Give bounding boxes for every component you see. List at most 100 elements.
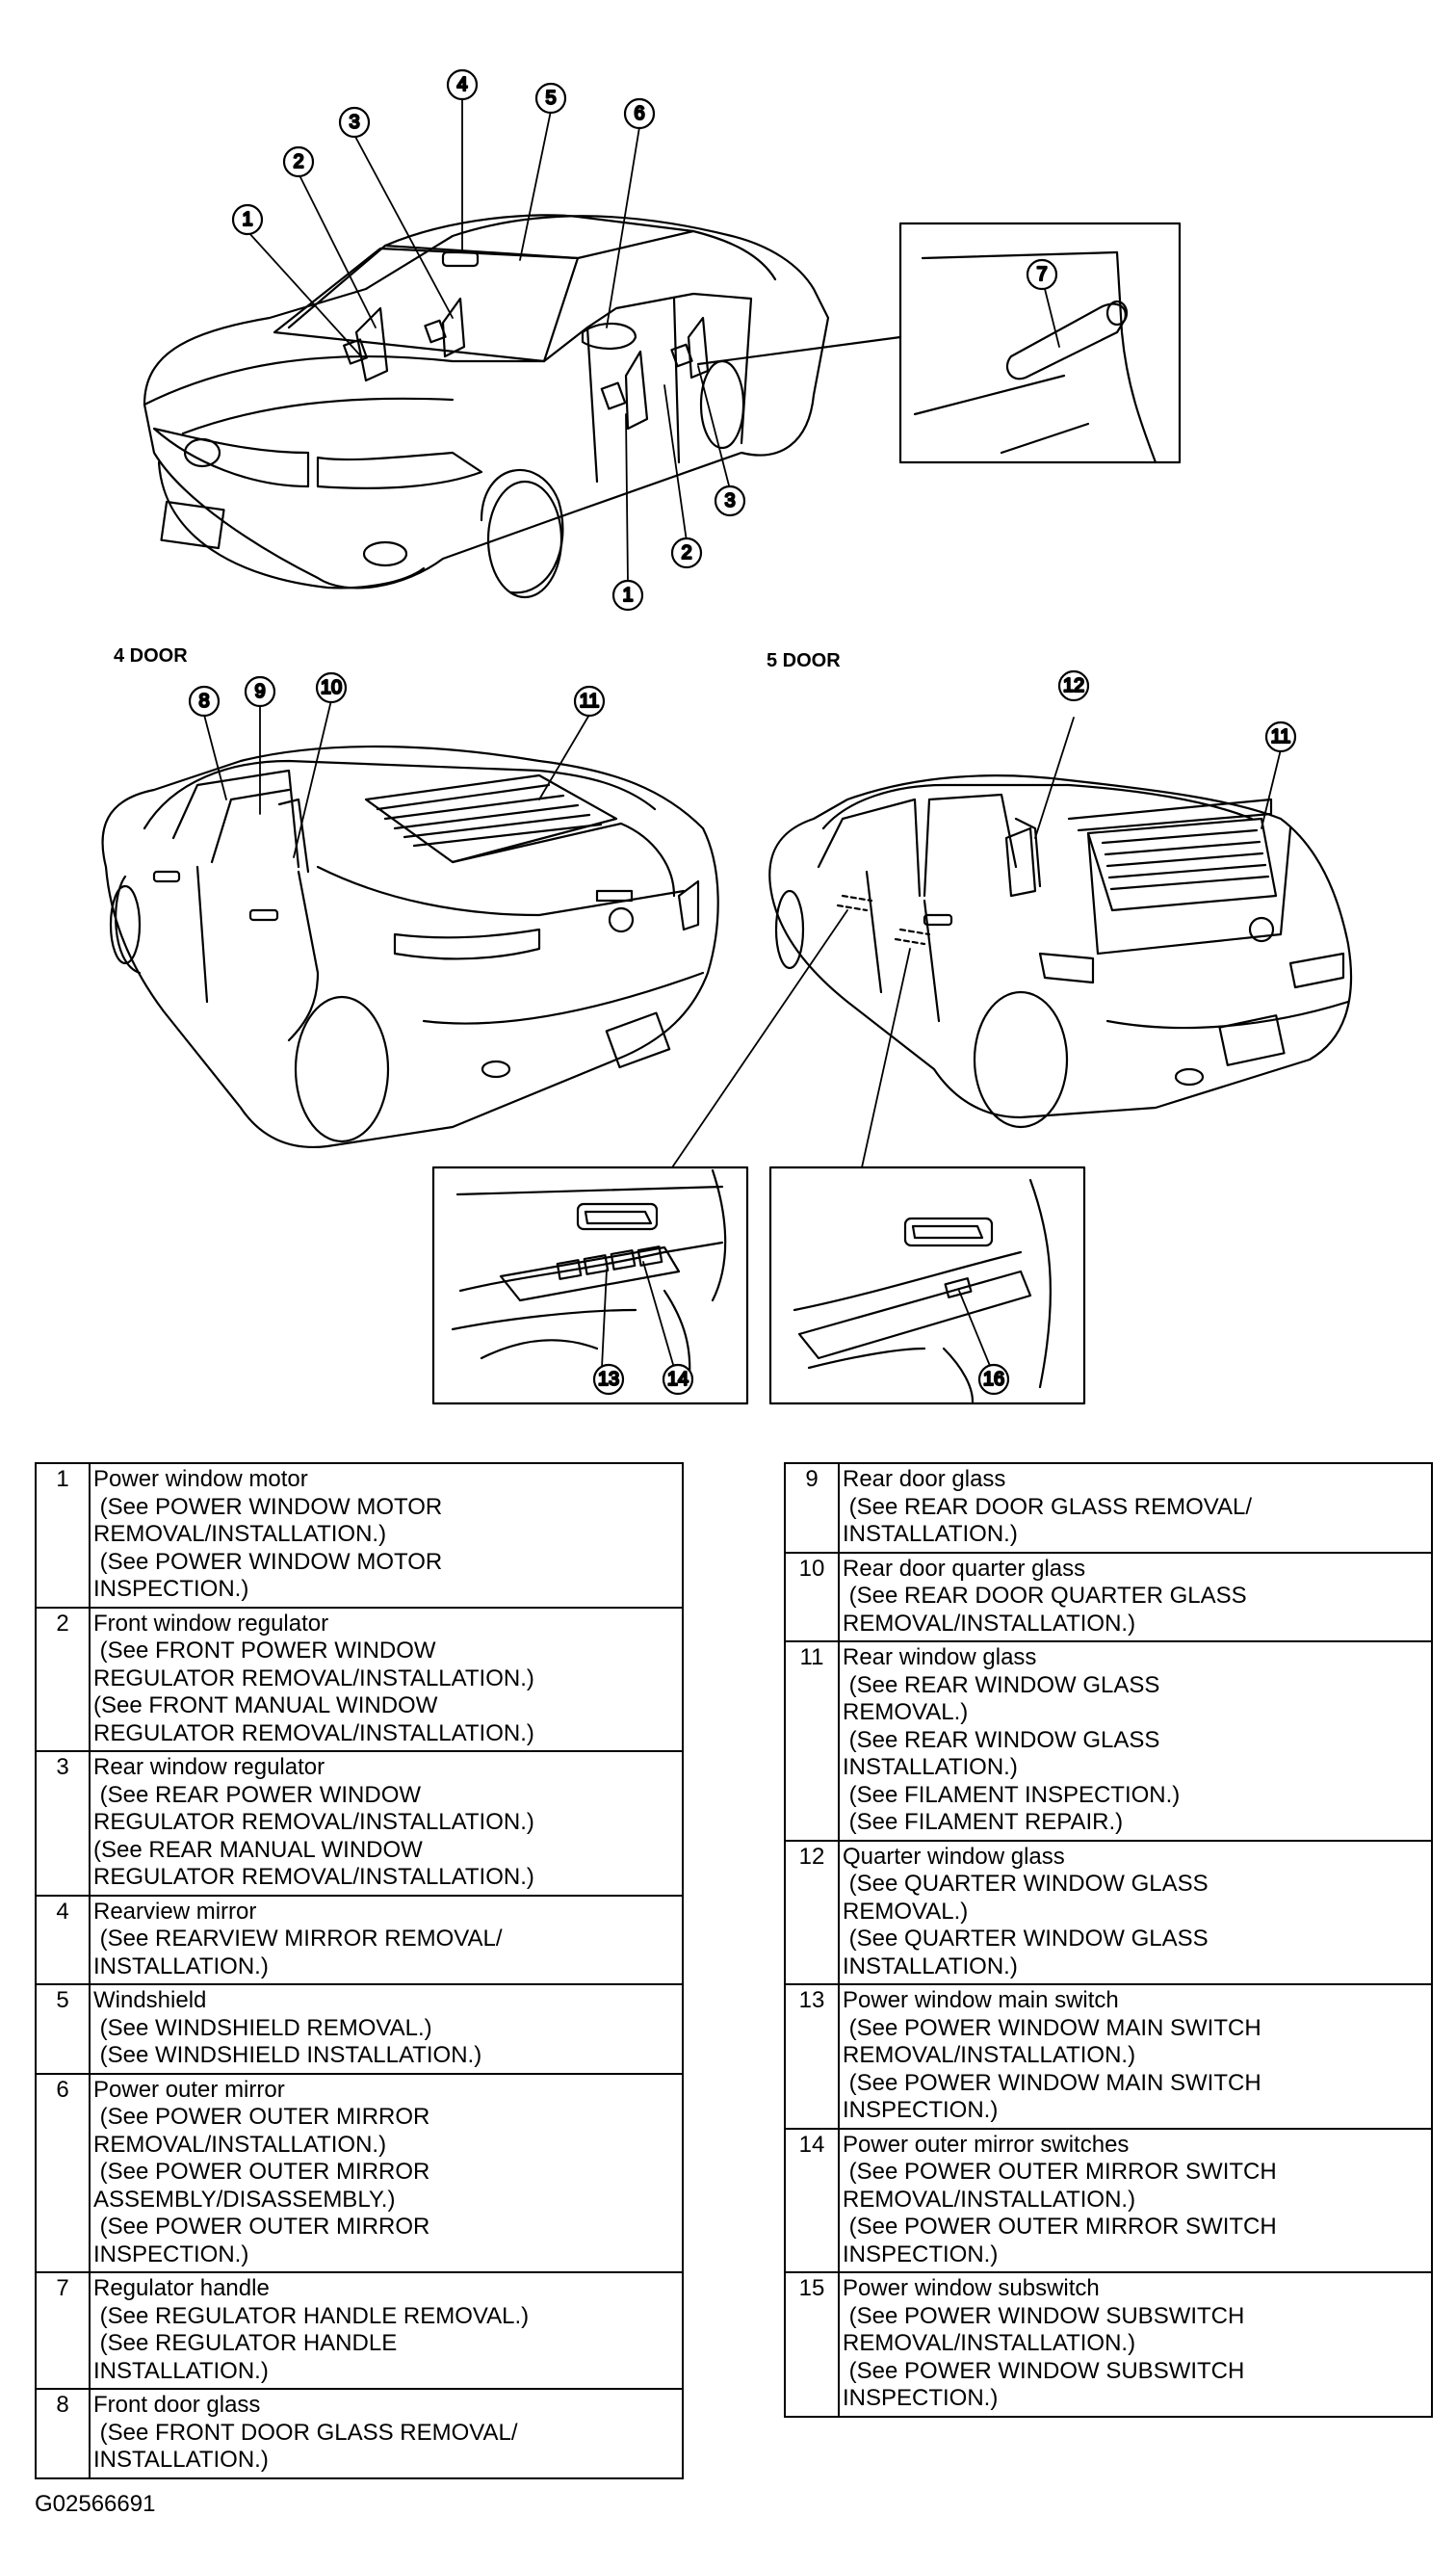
legend-part-name: Front window regulator (93, 1610, 329, 1637)
legend-description: Regulator handle (See REGULATOR HANDLE R… (89, 2271, 684, 2390)
five-door-car-illustration (768, 774, 1353, 1129)
svg-text:16: 16 (983, 1369, 1004, 1390)
callout-2-side: 2 (670, 537, 703, 569)
callout-3-top: 3 (338, 106, 371, 139)
legend-reference: (See FILAMENT INSPECTION.) (843, 1781, 1181, 1808)
legend-reference: (See POWER OUTER MIRROR REMOVAL/INSTALLA… (93, 2104, 430, 2158)
legend-number: 15 (784, 2271, 840, 2418)
svg-text:4: 4 (456, 74, 467, 95)
legend-description: Front door glass (See FRONT DOOR GLASS R… (89, 2388, 684, 2479)
legend-number: 10 (784, 1551, 840, 1642)
legend-reference: (See WINDSHIELD REMOVAL.) (93, 2014, 432, 2041)
diagram-illustration: 1 2 3 4 5 6 3 2 1 7 8 9 10 11 12 11 13 1… (101, 68, 1353, 1405)
legend-description: Rear window glass (See REAR WINDOW GLASS… (838, 1640, 1433, 1842)
legend-reference: (See FRONT MANUAL WINDOW REGULATOR REMOV… (93, 1692, 534, 1746)
legend-reference: (See FILAMENT REPAIR.) (843, 1809, 1124, 1835)
legend-number: 3 (35, 1750, 91, 1897)
legend-part-name: Rear window glass (843, 1644, 1037, 1670)
svg-text:12: 12 (1063, 675, 1084, 696)
legend-reference: (See FRONT POWER WINDOW REGULATOR REMOVA… (93, 1638, 534, 1691)
callout-2-top: 2 (282, 145, 315, 178)
handle-detail-box (898, 222, 1182, 464)
svg-text:3: 3 (724, 490, 735, 511)
legend-description: Power window main switch (See POWER WIND… (838, 1983, 1433, 2130)
legend-reference: (See POWER WINDOW SUBSWITCH REMOVAL/INST… (843, 2302, 1245, 2357)
legend-description: Windshield (See WINDSHIELD REMOVAL.) (Se… (89, 1983, 684, 2075)
callout-3-side: 3 (714, 485, 746, 517)
legend-description: Power outer mirror (See POWER OUTER MIRR… (89, 2072, 684, 2273)
legend-number: 1 (35, 1462, 91, 1609)
four-door-label: 4 DOOR (114, 645, 188, 667)
legend-description: Rear door quarter glass (See REAR DOOR Q… (838, 1551, 1433, 1642)
callout-leaders-four-door (203, 699, 590, 858)
legend-reference: (See REAR DOOR QUARTER GLASS REMOVAL/INS… (843, 1583, 1247, 1637)
legend-reference: (See REAR POWER WINDOW REGULATOR REMOVAL… (93, 1781, 534, 1836)
legend-reference: (See REGULATOR HANDLE REMOVAL.) (93, 2302, 530, 2329)
legend-number: 14 (784, 2127, 840, 2273)
legend-reference: (See POWER WINDOW SUBSWITCH INSPECTION.) (843, 2357, 1245, 2412)
legend-part-name: Windshield (93, 1987, 207, 2013)
svg-text:11: 11 (1271, 726, 1291, 747)
svg-text:1: 1 (622, 585, 633, 606)
svg-text:13: 13 (598, 1369, 619, 1390)
legend-reference: (See POWER OUTER MIRROR ASSEMBLY/DISASSE… (93, 2159, 430, 2213)
callout-1-top: 1 (231, 203, 264, 236)
legend-number: 8 (35, 2388, 91, 2479)
legend-description: Front window regulator (See FRONT POWER … (89, 1606, 684, 1752)
legend-description: Power window motor (See POWER WINDOW MOT… (89, 1462, 684, 1609)
callout-6: 6 (623, 97, 656, 130)
legend-part-name: Power window motor (93, 1466, 308, 1492)
callout-16: 16 (977, 1363, 1010, 1396)
svg-text:5: 5 (545, 88, 556, 109)
legend-reference: (See REAR WINDOW GLASS INSTALLATION.) (843, 1726, 1160, 1781)
callout-10: 10 (315, 671, 348, 704)
svg-text:3: 3 (349, 112, 359, 133)
callout-1-side: 1 (611, 579, 644, 612)
legend-part-name: Rear window regulator (93, 1754, 325, 1780)
svg-text:2: 2 (293, 151, 303, 172)
svg-text:2: 2 (681, 542, 691, 563)
legend-reference: (See POWER OUTER MIRROR SWITCH INSPECTIO… (843, 2214, 1277, 2267)
svg-text:1: 1 (242, 209, 252, 230)
legend-description: Rear door glass (See REAR DOOR GLASS REM… (838, 1462, 1433, 1554)
callout-14: 14 (662, 1363, 694, 1396)
legend-part-name: Rear door glass (843, 1466, 1006, 1492)
legend-reference: (See POWER WINDOW MOTOR INSPECTION.) (93, 1548, 443, 1603)
svg-text:10: 10 (321, 677, 342, 698)
legend-reference: (See POWER OUTER MIRROR INSPECTION.) (93, 2214, 430, 2267)
legend-number: 6 (35, 2072, 91, 2273)
legend-number: 4 (35, 1894, 91, 1985)
legend-number: 9 (784, 1462, 840, 1554)
five-door-label: 5 DOOR (767, 650, 841, 671)
legend-reference: (See POWER WINDOW MAIN SWITCH REMOVAL/IN… (843, 2014, 1261, 2069)
svg-text:11: 11 (580, 691, 600, 712)
legend-part-name: Quarter window glass (843, 1843, 1065, 1870)
svg-text:14: 14 (667, 1369, 689, 1390)
legend-number: 11 (784, 1640, 840, 1842)
callout-5: 5 (534, 82, 567, 115)
legend-reference: (See QUARTER WINDOW GLASS REMOVAL.) (843, 1871, 1209, 1925)
four-door-car-illustration (101, 745, 719, 1148)
legend-part-name: Power window subswitch (843, 2275, 1100, 2301)
legend-reference: (See REAR WINDOW GLASS REMOVAL.) (843, 1671, 1160, 1726)
legend-number: 7 (35, 2271, 91, 2390)
callout-leaders-five-door (671, 717, 1282, 1168)
legend-part-name: Power outer mirror switches (843, 2131, 1130, 2158)
callout-11-four-door: 11 (573, 685, 606, 718)
switch-detail-box-4-door (431, 1166, 749, 1405)
svg-text:8: 8 (198, 691, 209, 712)
